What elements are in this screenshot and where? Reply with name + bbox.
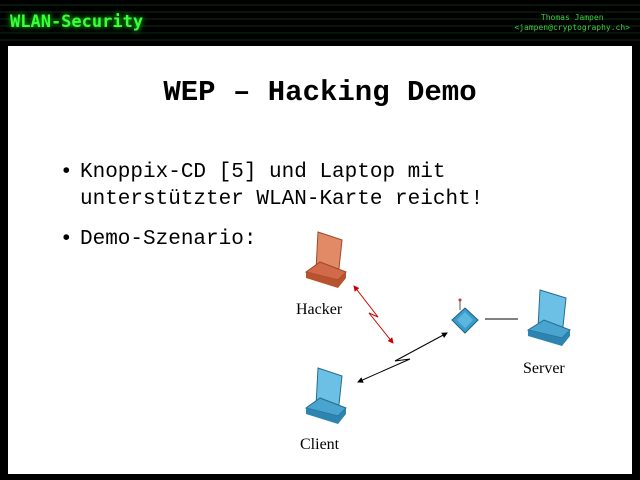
server-laptop-icon [526,289,571,346]
client-wireless-link [357,332,448,383]
author-name: Thomas Jampen [540,13,604,22]
hacker-wireless-link [353,285,394,344]
hacker-label: Hacker [296,301,343,318]
author-info: Thomas Jampen <jampen@cryptography.ch> [514,13,630,33]
author-email: <jampen@cryptography.ch> [514,23,630,32]
brand-title: WLAN-Security [10,12,144,32]
header-banner [0,0,640,46]
server-label: Server [523,360,565,377]
client-label: Client [300,436,340,453]
slide-title: WEP – Hacking Demo [163,76,477,109]
client-laptop-icon [304,367,347,424]
hacker-laptop-icon [304,231,347,288]
access-point-icon [451,298,479,334]
